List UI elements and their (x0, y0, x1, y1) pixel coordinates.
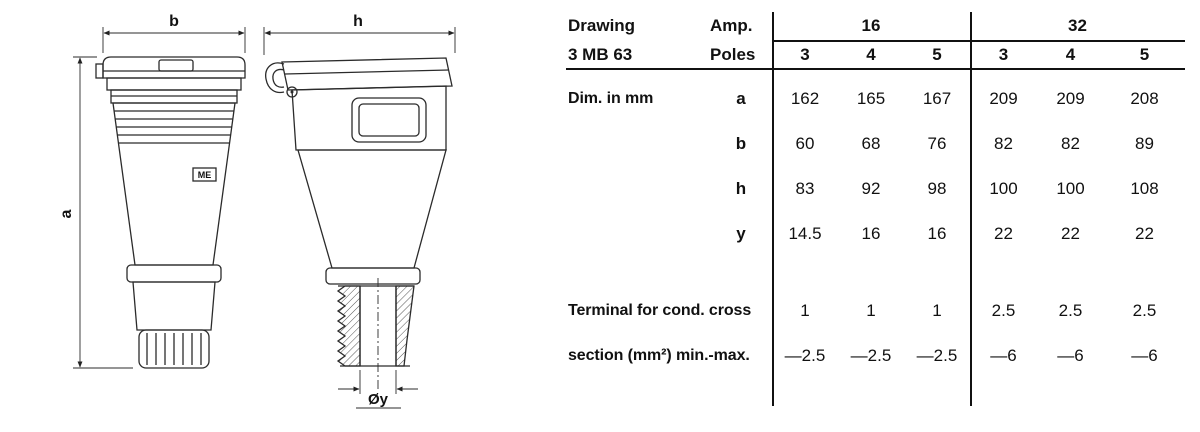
value-cell: 1 (866, 301, 876, 320)
row-label: section (mm²) min.-max. (568, 346, 750, 364)
value-cell: 16 (861, 224, 881, 243)
brand-badge: ME (192, 167, 217, 182)
value-cell: 209 (989, 89, 1018, 108)
pole-header: 5 (932, 44, 942, 64)
flange (126, 264, 222, 283)
thread-section (336, 285, 361, 367)
dimension-a: a (58, 56, 133, 369)
side-view (265, 57, 453, 392)
value-cell: 209 (1056, 89, 1085, 108)
gland-wall-section (395, 285, 415, 367)
spec-table: Drawing Amp. 16 32 3 MB 63 Poles 3 4 5 3… (560, 0, 1200, 427)
dim-letter: b (735, 134, 747, 153)
value-cell: 89 (1135, 134, 1154, 153)
cable-gland (138, 329, 210, 369)
value-cell: —6 (1131, 346, 1158, 365)
table-divider-vertical-1 (772, 12, 774, 406)
value-cell: 14.5 (788, 224, 822, 243)
header-amp-32: 32 (1068, 15, 1087, 35)
value-cell: 208 (1130, 89, 1159, 108)
dim-letter: h (735, 179, 747, 198)
value-cell: 22 (1061, 224, 1080, 243)
connector-drawing: ME (58, 13, 456, 409)
value-cell: 82 (994, 134, 1013, 153)
value-cell: —6 (990, 346, 1017, 365)
dimension-h: h (263, 13, 456, 55)
pole-header: 3 (998, 44, 1009, 64)
header-drawing: Drawing (568, 15, 636, 35)
dim-label-b: b (169, 13, 179, 30)
pole-header: 4 (1065, 44, 1076, 64)
value-cell: 100 (989, 179, 1018, 198)
table-divider-vertical-2 (970, 12, 972, 406)
value-cell: 108 (1130, 179, 1159, 198)
value-cell: 82 (1061, 134, 1080, 153)
table-row-terminal: Terminal for cond. cross 1 1 1 2.5 2.5 2… (568, 288, 1185, 333)
value-cell: 100 (1056, 179, 1085, 198)
row-label: Terminal for cond. cross (568, 301, 752, 319)
value-cell: 60 (795, 134, 815, 153)
dimension-b: b (102, 13, 246, 53)
dim-label-h: h (353, 13, 363, 30)
data-plate-recess (351, 97, 427, 143)
header-amp-16: 16 (861, 15, 881, 35)
front-view: ME (95, 56, 246, 369)
table-row-dim-h: h 83 92 98 100 100 108 (568, 166, 1185, 211)
header-drawing-no: 3 MB 63 (568, 44, 633, 64)
value-cell: 22 (994, 224, 1013, 243)
value-cell: 1 (800, 301, 810, 320)
dim-letter: a (736, 89, 746, 108)
pole-header: 4 (866, 44, 876, 64)
dim-letter: y (736, 224, 746, 243)
pole-header: 5 (1139, 44, 1150, 64)
dim-label-oy: Øy (368, 391, 389, 408)
value-cell: 83 (795, 179, 815, 198)
row-label: Dim. in mm (568, 89, 654, 107)
table-divider-header (566, 68, 1185, 70)
value-cell: 167 (922, 89, 952, 108)
value-cell: 92 (861, 179, 881, 198)
header-poles: Poles (710, 44, 756, 64)
table-header-row-amp: Drawing Amp. 16 32 (568, 10, 1185, 40)
value-cell: —2.5 (916, 346, 958, 365)
value-cell: 68 (861, 134, 881, 153)
value-cell: —2.5 (784, 346, 826, 365)
table-header-row-poles: 3 MB 63 Poles 3 4 5 3 4 5 (568, 40, 1185, 68)
table-row-dim-a: Dim. in mm a 162 165 167 209 209 208 (568, 76, 1185, 121)
technical-drawing: ME (0, 0, 560, 427)
value-cell: 76 (927, 134, 947, 153)
table-divider-amp (774, 40, 1185, 42)
value-cell: —2.5 (850, 346, 892, 365)
lid-latch-tab (95, 63, 104, 79)
table-row-section: section (mm²) min.-max. —2.5 —2.5 —2.5 —… (568, 333, 1185, 378)
lid-side (281, 57, 453, 91)
value-cell: 165 (856, 89, 886, 108)
value-cell: 1 (932, 301, 942, 320)
value-cell: —6 (1057, 346, 1084, 365)
dimension-oy: Øy (338, 370, 418, 409)
value-cell: 22 (1135, 224, 1154, 243)
latch-spring (265, 62, 285, 94)
value-cell: 162 (790, 89, 820, 108)
pole-header: 3 (800, 44, 810, 64)
dim-label-a: a (58, 209, 75, 218)
brand-badge-label: ME (198, 170, 212, 180)
value-cell: 2.5 (1132, 301, 1157, 320)
spec-table-grid: Drawing Amp. 16 32 3 MB 63 Poles 3 4 5 3… (568, 10, 1185, 378)
value-cell: 2.5 (1058, 301, 1083, 320)
value-cell: 98 (927, 179, 947, 198)
value-cell: 2.5 (991, 301, 1016, 320)
table-row-dim-y: y 14.5 16 16 22 22 22 (568, 211, 1185, 256)
lid (102, 56, 246, 79)
table-row-dim-b: b 60 68 76 82 82 89 (568, 121, 1185, 166)
value-cell: 16 (927, 224, 947, 243)
header-amp: Amp. (710, 15, 753, 35)
